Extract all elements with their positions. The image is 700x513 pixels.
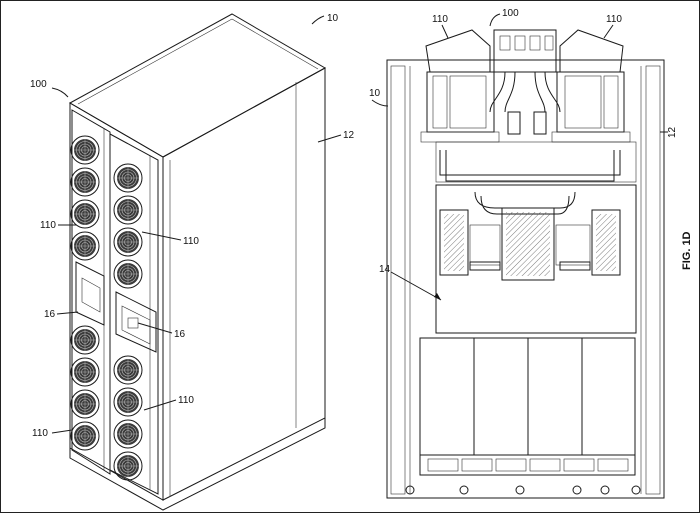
leader-system-10-left	[311, 15, 325, 25]
label-fan-110-lower-left: 110	[32, 428, 48, 439]
rack-front-elevation	[386, 29, 665, 499]
lower-module-panels	[419, 337, 636, 456]
central-connector-block	[489, 29, 561, 135]
heat-exchanger-left	[439, 209, 469, 276]
heat-exchanger-center	[501, 207, 555, 281]
label-cabinet-12-right: 12	[667, 126, 678, 138]
door-right	[109, 133, 159, 495]
heat-exchanger-right	[591, 209, 621, 276]
rack-isometric-view	[68, 13, 327, 511]
label-rack-100: 100	[30, 79, 47, 90]
coolant-pipe-lower	[474, 191, 576, 209]
figure-label: FIG. 1D	[681, 231, 693, 270]
leader-system-10-right	[371, 99, 389, 107]
label-fan-110-lower-right: 110	[178, 395, 194, 406]
heat-exchanger-fins	[469, 224, 591, 271]
fan-column-left	[70, 135, 100, 451]
label-system-10-right: 10	[369, 88, 381, 99]
cabinet-feet	[405, 485, 641, 495]
cabinet-outline	[386, 59, 665, 499]
leader-rack-100-right	[489, 13, 501, 27]
label-interior-14: 14	[379, 264, 391, 275]
label-rack-100-right: 100	[502, 8, 519, 19]
coolant-pipe-upper	[439, 150, 621, 176]
rail-left	[390, 65, 406, 495]
cabinet-side-face	[162, 67, 326, 501]
label-duct-16-right: 16	[174, 329, 186, 340]
label-fan-110-right-right-view: 110	[606, 14, 622, 25]
interior-bay	[435, 184, 637, 334]
label-fan-110-upper-left: 110	[40, 220, 56, 231]
cabinet-top-face	[68, 13, 327, 158]
label-system-10-left: 10	[327, 13, 339, 24]
label-cabinet-12-left: 12	[343, 130, 355, 141]
base-connector-row	[419, 454, 636, 476]
fan-housing-right	[551, 29, 631, 143]
label-duct-16-left: 16	[44, 309, 56, 320]
cabinet-front-face	[69, 102, 164, 501]
rail-right	[645, 65, 661, 495]
label-fan-110-left-right-view: 110	[432, 14, 448, 25]
label-fan-110-upper-right: 110	[183, 236, 199, 247]
leader-rack-100	[51, 87, 69, 98]
door-left	[71, 109, 111, 475]
air-duct-left	[75, 261, 105, 326]
fan-housing-left	[420, 29, 500, 143]
